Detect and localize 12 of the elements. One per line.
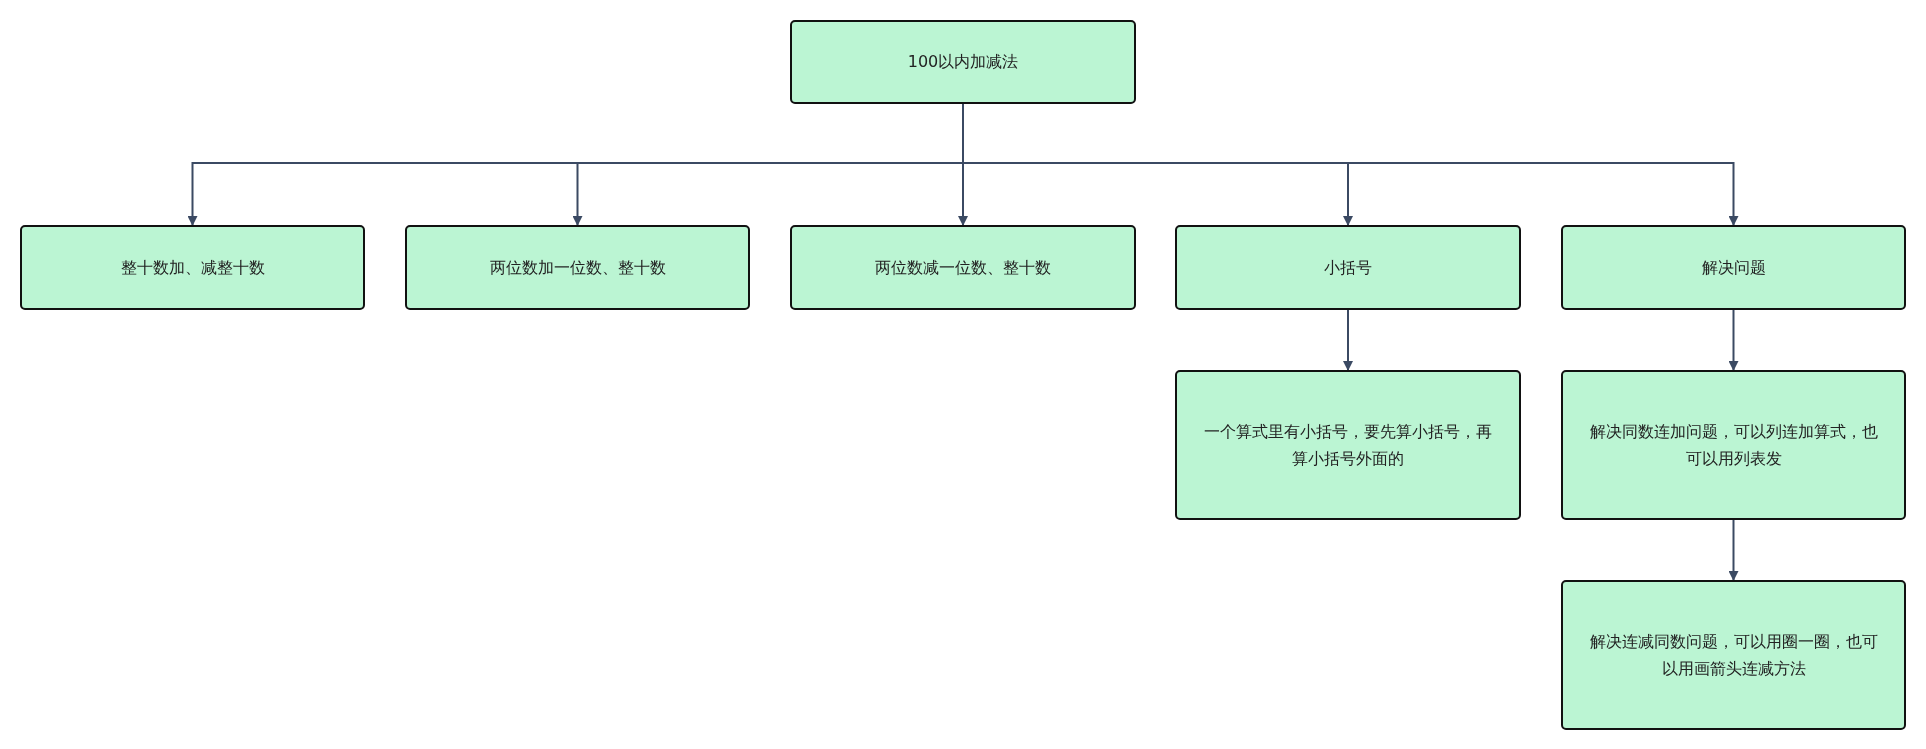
connector-arrow [1728, 519, 1739, 581]
connector-arrow [1728, 309, 1739, 371]
topic-box: 整十数加、减整十数 [20, 225, 365, 310]
topic-box: 100以内加减法 [790, 20, 1136, 104]
topic-box: 两位数加一位数、整十数 [405, 225, 750, 310]
topic-box: 小括号 [1175, 225, 1521, 310]
topic-box: 解决问题 [1561, 225, 1906, 310]
connector-arrow [1343, 309, 1353, 371]
topic-box: 一个算式里有小括号，要先算小括号，再算小括号外面的 [1175, 370, 1521, 520]
topic-box: 两位数减一位数、整十数 [790, 225, 1136, 310]
topic-box: 解决连减同数问题，可以用圈一圈，也可以用画箭头连减方法 [1561, 580, 1906, 730]
topic-box: 解决同数连加问题，可以列连加算式，也可以用列表发 [1561, 370, 1906, 520]
